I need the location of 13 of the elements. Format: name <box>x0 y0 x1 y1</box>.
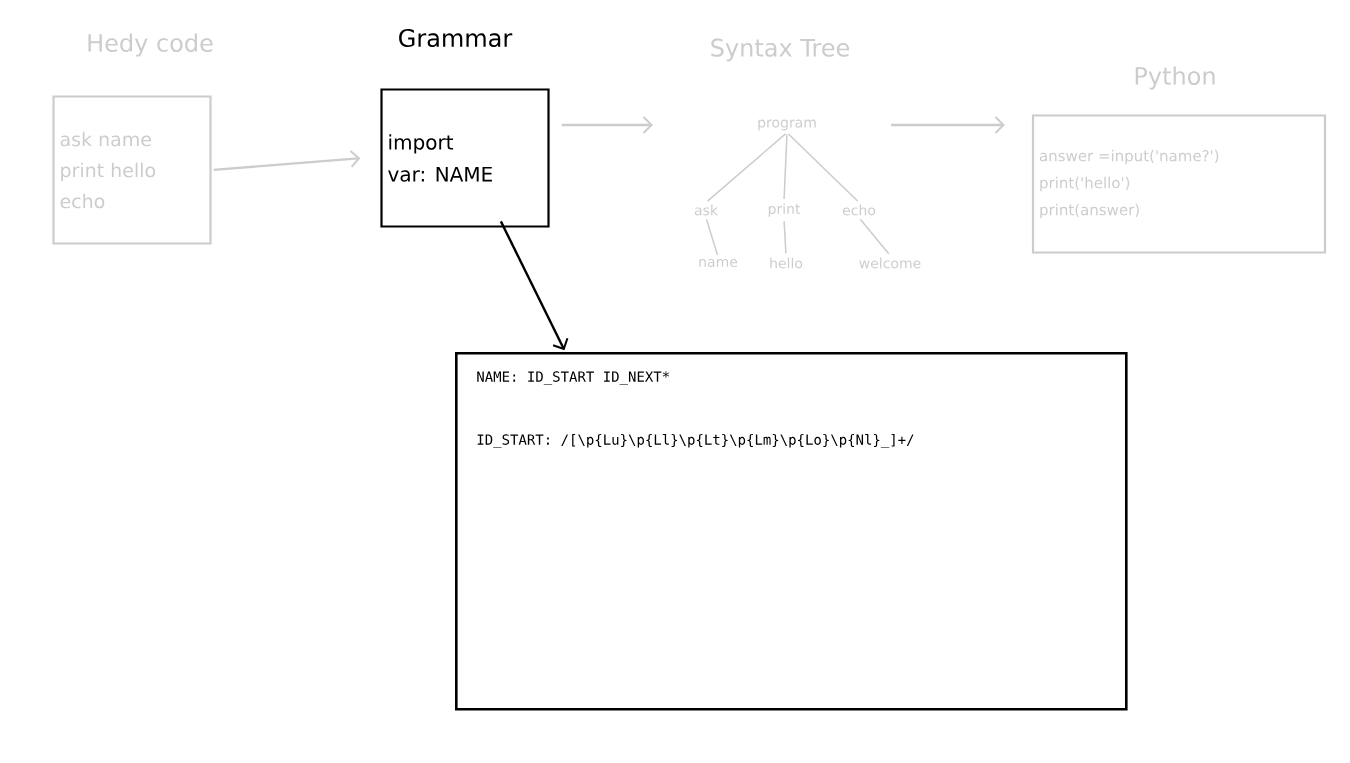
tree-line <box>705 218 719 256</box>
arrow <box>561 116 653 134</box>
arrow <box>499 220 569 351</box>
code-panel: NAME: ID_START ID_NEXT* ID_START: /[\p{Lu}\p{Ll}\p{Lt}\p{Lm}\p{Lo}\p{Nl}_]+/ <box>455 352 1128 711</box>
arrow <box>891 116 1005 134</box>
tree-line <box>706 133 787 202</box>
tree-line <box>783 133 788 200</box>
code-box: import var: NAME <box>380 88 550 228</box>
tree-line <box>783 220 787 255</box>
tree-line <box>787 133 859 202</box>
arrow <box>213 149 361 172</box>
tree-line <box>859 218 890 255</box>
heading: Grammar <box>399 28 513 48</box>
